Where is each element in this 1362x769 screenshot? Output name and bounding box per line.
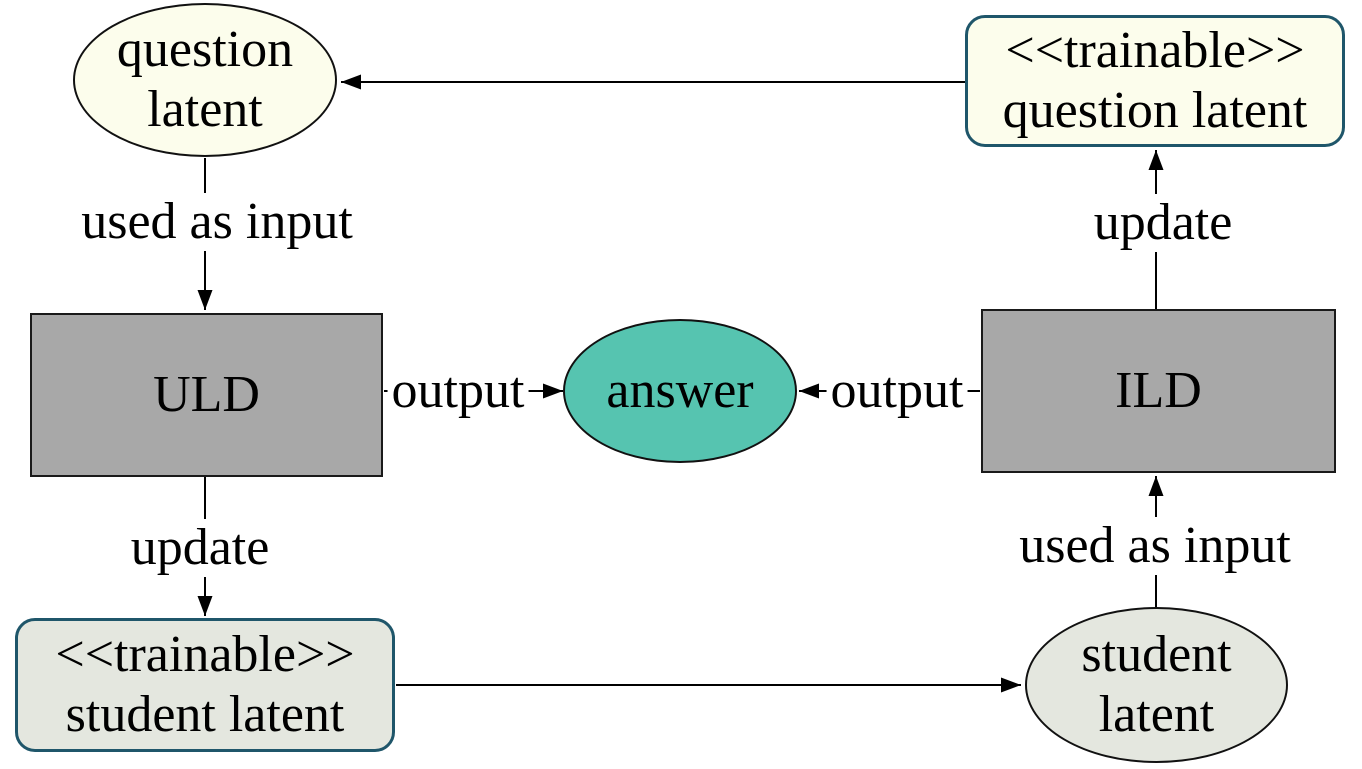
node-uld: ULD [30, 313, 383, 477]
node-trainable-student-latent-line2: student latent [65, 686, 345, 743]
edge-label-output-left: output [387, 362, 529, 420]
edge-label-used-as-input-right: used as input [1015, 517, 1295, 575]
node-answer-label: answer [606, 362, 754, 419]
node-trainable-student-latent: <<trainable>> student latent [15, 618, 395, 752]
node-question-latent-line2: latent [147, 81, 263, 138]
node-question-latent: question latent [73, 3, 337, 157]
node-student-latent-line2: latent [1098, 686, 1215, 743]
node-ild-label: ILD [1115, 362, 1202, 419]
node-trainable-question-latent-line1: <<trainable>> [1005, 22, 1305, 79]
node-ild: ILD [981, 309, 1336, 473]
edge-label-update-right: update [1089, 194, 1237, 252]
node-trainable-student-latent-line1: <<trainable>> [55, 626, 355, 683]
node-answer: answer [563, 319, 797, 463]
node-student-latent: student latent [1025, 607, 1288, 763]
edge-label-output-right: output [826, 362, 968, 420]
edge-label-used-as-input-left: used as input [77, 193, 357, 251]
node-question-latent-line1: question [116, 21, 294, 78]
node-trainable-question-latent: <<trainable>> question latent [965, 15, 1345, 147]
edge-label-update-left: update [126, 519, 274, 577]
node-student-latent-line1: student [1081, 626, 1232, 683]
node-uld-label: ULD [153, 366, 260, 423]
node-trainable-question-latent-line2: question latent [1002, 82, 1308, 139]
